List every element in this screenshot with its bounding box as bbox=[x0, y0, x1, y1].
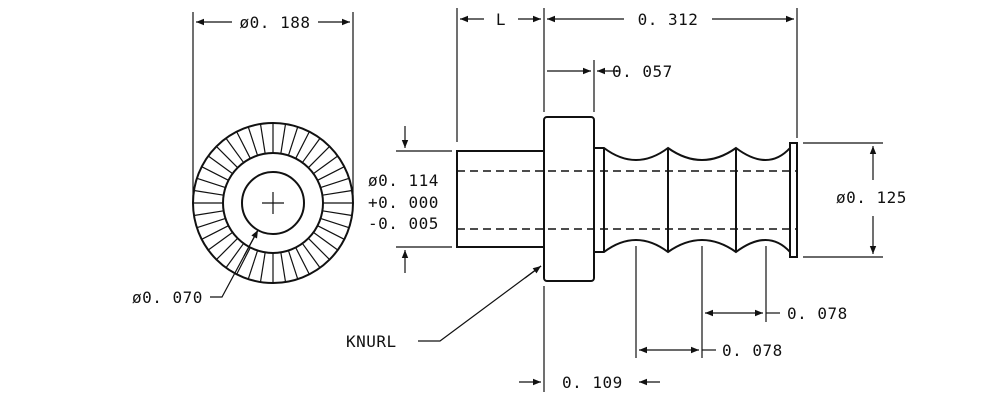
dim-groove-diameter: ø0. 125 bbox=[803, 142, 907, 258]
dim-text-groove-pitch-1: 0. 078 bbox=[787, 304, 848, 323]
knurl-tick bbox=[236, 131, 251, 159]
knurl-tick bbox=[320, 217, 350, 229]
knurl-tick bbox=[313, 155, 339, 175]
dim-groove-pitch-2: 0. 078 bbox=[635, 246, 783, 360]
dim-end-view-diameter: ø0. 188 bbox=[192, 12, 354, 200]
knurl-tick bbox=[247, 250, 259, 280]
knurl-label: KNURL bbox=[346, 332, 397, 351]
knurl-tick bbox=[216, 237, 239, 260]
knurl-tick bbox=[193, 210, 224, 217]
knurl-tick bbox=[322, 189, 353, 196]
knurl-tick bbox=[216, 146, 239, 169]
dim-text-groove-diameter: ø0. 125 bbox=[836, 188, 907, 207]
knurl-tick bbox=[287, 126, 299, 156]
dim-text-groove-pitch-2: 0. 078 bbox=[722, 341, 783, 360]
knurl-tick bbox=[320, 177, 350, 189]
knurl-ticks bbox=[193, 123, 353, 283]
end-view bbox=[192, 122, 354, 284]
knurl-tick bbox=[301, 243, 321, 269]
knurl-tick bbox=[280, 252, 287, 283]
knurl-tick bbox=[301, 137, 321, 163]
grooved-body-outline bbox=[593, 145, 791, 255]
knurl-tick bbox=[225, 243, 245, 269]
knurl-tick bbox=[322, 210, 353, 217]
knurl-tick bbox=[207, 231, 233, 251]
knurl-tick bbox=[317, 166, 345, 181]
knurl-tick bbox=[225, 137, 245, 163]
knurl-tick bbox=[201, 166, 229, 181]
knurl-tick bbox=[236, 247, 251, 275]
dim-shank-diameter: ø0. 114 +0. 000 -0. 005 bbox=[368, 126, 452, 273]
shank-outline bbox=[456, 150, 545, 248]
end-cap-outline bbox=[789, 142, 798, 258]
dim-flange-thickness: 0. 057 bbox=[547, 60, 673, 112]
dim-text-overall-length: 0. 312 bbox=[638, 10, 699, 29]
knurl-tick bbox=[259, 252, 266, 283]
dim-text-outer-diameter: ø0. 188 bbox=[240, 13, 311, 32]
dim-text-first-groove-position: 0. 109 bbox=[562, 373, 623, 392]
dim-length: L 0. 312 bbox=[456, 8, 798, 142]
knurl-tick bbox=[201, 225, 229, 240]
knurl-tick bbox=[193, 189, 224, 196]
knurl-tick bbox=[196, 177, 226, 189]
dim-first-groove-position: 0. 109 bbox=[519, 286, 660, 392]
dim-text-length-l: L bbox=[496, 10, 506, 29]
dim-text-hole-diameter: ø0. 070 bbox=[132, 288, 203, 307]
knurl-tick bbox=[307, 237, 330, 260]
dim-text-shank-tol-minus: -0. 005 bbox=[368, 214, 439, 233]
knurl-tick bbox=[307, 146, 330, 169]
end-view-hole-circle bbox=[241, 171, 305, 235]
knurl-tick bbox=[259, 123, 266, 154]
dim-text-shank-tol-plus: +0. 000 bbox=[368, 193, 439, 212]
knurl-tick bbox=[287, 250, 299, 280]
knurl-tick bbox=[207, 155, 233, 175]
knurl-tick bbox=[196, 217, 226, 229]
dim-text-shank-diameter: ø0. 114 bbox=[368, 171, 439, 190]
knurl-tick bbox=[295, 131, 310, 159]
knurl-tick bbox=[280, 123, 287, 154]
knurl-tick bbox=[295, 247, 310, 275]
side-view bbox=[456, 116, 798, 282]
knurl-tick bbox=[317, 225, 345, 240]
dim-groove-pitch-1: 0. 078 bbox=[701, 246, 848, 323]
dim-hole-diameter: ø0. 070 bbox=[132, 229, 259, 307]
knurl-callout: KNURL bbox=[346, 265, 542, 351]
knurl-tick bbox=[313, 231, 339, 251]
flange-outline bbox=[543, 116, 595, 282]
dim-text-flange-thickness: 0. 057 bbox=[612, 62, 673, 81]
knurl-tick bbox=[247, 126, 259, 156]
